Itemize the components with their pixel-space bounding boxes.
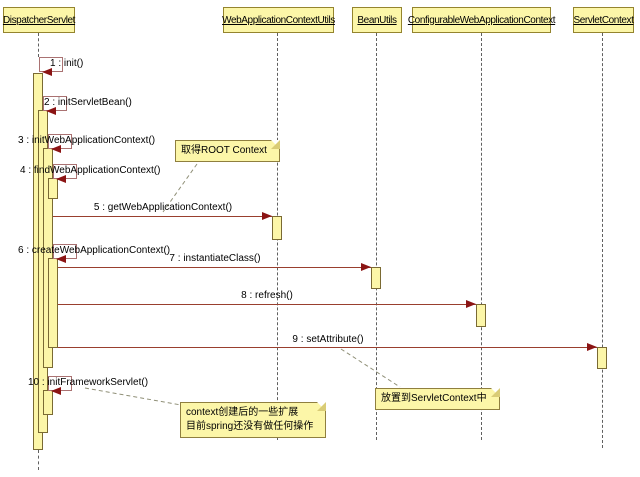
note-text: 取得ROOT Context bbox=[181, 145, 267, 156]
participant-webapplicationcontextutils: WebApplicationContextUtils bbox=[222, 7, 335, 33]
message-9-arrowhead-icon bbox=[587, 343, 597, 351]
message-8-line bbox=[58, 304, 476, 305]
note-connector-spring-extension bbox=[84, 387, 182, 406]
message-8-arrowhead-icon bbox=[466, 300, 476, 308]
self-call-4-label: 4 : findWebApplicationContext() bbox=[20, 165, 161, 176]
participant-beanutils: BeanUtils bbox=[352, 7, 402, 33]
self-call-6-arrowhead-icon bbox=[56, 255, 66, 263]
self-call-1-arrowhead-icon bbox=[42, 68, 52, 76]
participant-label: WebApplicationContextUtils bbox=[222, 14, 335, 26]
activation-getwebapplicationcontext bbox=[272, 216, 282, 240]
participant-dispatcherservlet: DispatcherServlet bbox=[3, 7, 75, 33]
note-text: 放置到ServletContext中 bbox=[381, 393, 487, 404]
participant-label: ConfigurableWebApplicationContext bbox=[407, 14, 556, 26]
message-9-label: 9 : setAttribute() bbox=[292, 334, 364, 345]
participant-configurablewebapplicationcontext: ConfigurableWebApplicationContext bbox=[408, 7, 556, 33]
self-call-10-arrowhead-icon bbox=[51, 387, 61, 395]
activation-createwebapplicationcontext bbox=[48, 258, 58, 348]
lifeline-beanutils bbox=[376, 33, 377, 440]
message-9-line bbox=[58, 347, 597, 348]
self-call-1-label: 1 : init() bbox=[50, 58, 84, 69]
self-call-2-label: 2 : initServletBean() bbox=[44, 97, 132, 108]
self-call-3-arrowhead-icon bbox=[51, 145, 61, 153]
note-spring-extension: context创建后的一些扩展 目前spring还没有做任何操作 bbox=[180, 402, 327, 438]
note-fold-icon bbox=[490, 388, 500, 397]
lifeline-configurablewebapplicationcontext bbox=[481, 33, 482, 440]
note-fold-icon bbox=[270, 140, 280, 149]
participant-servletcontext: ServletContext bbox=[573, 7, 634, 33]
self-call-3-label: 3 : initWebApplicationContext() bbox=[18, 135, 156, 146]
note-servletcontext: 放置到ServletContext中 bbox=[375, 388, 500, 410]
self-call-6-label: 6 : createWebApplicationContext() bbox=[18, 245, 171, 256]
participant-label: ServletContext bbox=[573, 14, 634, 26]
message-5-label: 5 : getWebApplicationContext() bbox=[93, 202, 233, 213]
self-call-2-arrowhead-icon bbox=[46, 107, 56, 115]
lifeline-dispatcherservlet-top bbox=[38, 33, 39, 57]
lifeline-servletcontext bbox=[602, 33, 603, 448]
note-root-context: 取得ROOT Context bbox=[175, 140, 280, 162]
participant-label: BeanUtils bbox=[357, 14, 397, 26]
message-8-label: 8 : refresh() bbox=[241, 290, 293, 301]
message-5-line bbox=[53, 216, 272, 217]
activation-instantiateclass bbox=[371, 267, 381, 289]
message-5-arrowhead-icon bbox=[262, 212, 272, 220]
self-call-4-arrowhead-icon bbox=[56, 175, 66, 183]
lifeline-dispatcherservlet-bottom bbox=[38, 450, 39, 470]
activation-refresh bbox=[476, 304, 486, 327]
self-call-10-label: 10 : initFrameworkServlet() bbox=[28, 377, 149, 388]
note-text-line1: context创建后的一些扩展 bbox=[186, 407, 299, 418]
note-text-line2: 目前spring还没有做任何操作 bbox=[186, 421, 314, 432]
note-fold-icon bbox=[317, 402, 327, 411]
activation-setattribute bbox=[597, 347, 607, 369]
note-connector-servletcontext bbox=[340, 348, 401, 388]
message-7-line bbox=[58, 267, 371, 268]
message-7-arrowhead-icon bbox=[361, 263, 371, 271]
message-7-label: 7 : instantiateClass() bbox=[169, 253, 261, 264]
participant-label: DispatcherServlet bbox=[2, 14, 76, 26]
